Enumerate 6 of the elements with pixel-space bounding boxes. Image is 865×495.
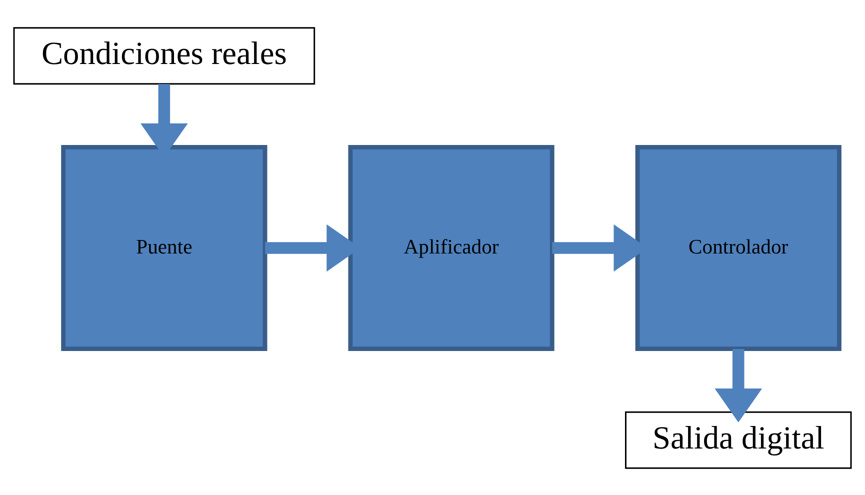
node-box: Salida digital [625, 410, 852, 468]
node-box: Condiciones reales [13, 26, 316, 84]
node-box: Puente [61, 144, 268, 351]
node-box: Controlador [635, 144, 842, 351]
arrow [714, 348, 762, 422]
node-box: Aplificador [348, 144, 554, 351]
